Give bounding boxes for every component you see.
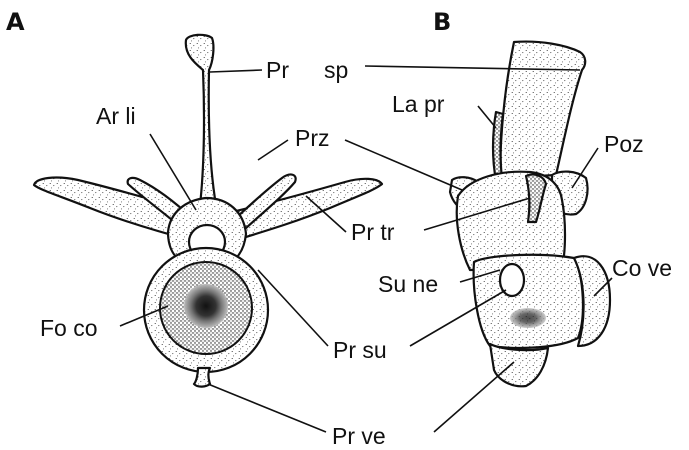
leader-pr-ve-a — [208, 384, 326, 432]
panel-label-b: B — [433, 8, 451, 36]
label-su-ne: Su ne — [378, 271, 438, 297]
label-sp: sp — [324, 57, 348, 83]
ventral-keel — [490, 344, 548, 386]
label-pr-tr: Pr tr — [351, 219, 395, 245]
neural-spine-lateral — [500, 42, 585, 178]
vertebra-lateral-view — [450, 42, 610, 387]
centrum-depression — [510, 308, 546, 328]
label-pr-ve: Pr ve — [332, 423, 386, 449]
leader-pr-ve-b — [434, 362, 514, 432]
label-pr: Pr — [266, 57, 289, 83]
label-prz: Prz — [295, 125, 330, 151]
leader-pr — [210, 70, 262, 72]
label-fo-co: Fo co — [40, 315, 98, 341]
lamina-process — [493, 112, 503, 180]
label-ar-li: Ar li — [96, 103, 136, 129]
panel-label-a: A — [6, 8, 25, 36]
notochordal-pit — [184, 284, 228, 328]
label-co-ve: Co ve — [612, 255, 672, 281]
label-la-pr: La pr — [392, 91, 445, 117]
neural-spine — [186, 35, 216, 205]
leader-la-pr — [478, 106, 496, 128]
leader-prz-a — [258, 140, 288, 160]
centrum-lateral — [474, 255, 583, 348]
label-poz: Poz — [604, 131, 644, 157]
label-pr-su: Pr su — [333, 337, 387, 363]
anatomical-labels: Pr sp Ar li Prz La pr Poz Pr tr Su ne Co… — [40, 57, 672, 449]
